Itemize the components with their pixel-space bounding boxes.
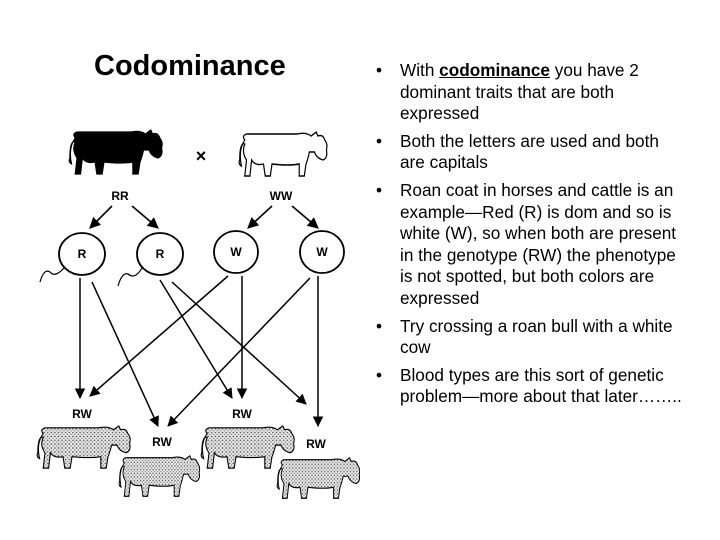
offspring-roan-cow-icon [36, 425, 131, 469]
gamete-label: R [78, 247, 87, 261]
offspring-genotype-4: RW [306, 437, 326, 451]
gamete-w-1: W [213, 230, 259, 274]
cross-symbol: × [196, 146, 207, 166]
parent-to-gamete-arrows [89, 205, 319, 229]
gamete-to-offspring-arrows [74, 275, 324, 428]
parent-left-genotype: RR [111, 189, 129, 203]
gamete-w-2: W [299, 230, 345, 274]
bullet-codominance: With codominance you have 2 dominant tra… [366, 60, 686, 125]
gamete-label: W [230, 245, 242, 259]
offspring-genotype-3: RW [232, 407, 252, 421]
offspring-roan-cow-icon [118, 455, 201, 497]
parent-black-bull-icon [68, 129, 163, 175]
bullet-blood-types: Blood types are this sort of genetic pro… [366, 365, 686, 408]
bullet-list: With codominance you have 2 dominant tra… [366, 60, 686, 414]
bullet-letters: Both the letters are used and both are c… [366, 131, 686, 174]
offspring-roan-cow-icon [276, 457, 360, 499]
gamete-r-2: R [117, 232, 184, 287]
bullet-crossing: Try crossing a roan bull with a white co… [366, 316, 686, 359]
gamete-r-1: R [39, 232, 106, 283]
slide-title: Codominance [94, 50, 286, 82]
keyword-codominance: codominance [439, 60, 550, 80]
gamete-label: R [156, 247, 165, 261]
parent-right-genotype: WW [270, 189, 293, 203]
offspring-roan-cow-icon [200, 425, 295, 469]
parent-white-cow-icon [238, 131, 328, 177]
codominance-cross-diagram: × RR WW R R W W RW [36, 129, 360, 499]
gamete-label: W [316, 245, 328, 259]
offspring-genotype-2: RW [152, 435, 172, 449]
bullet-roan: Roan coat in horses and cattle is an exa… [366, 180, 686, 310]
offspring-genotype-1: RW [72, 407, 92, 421]
